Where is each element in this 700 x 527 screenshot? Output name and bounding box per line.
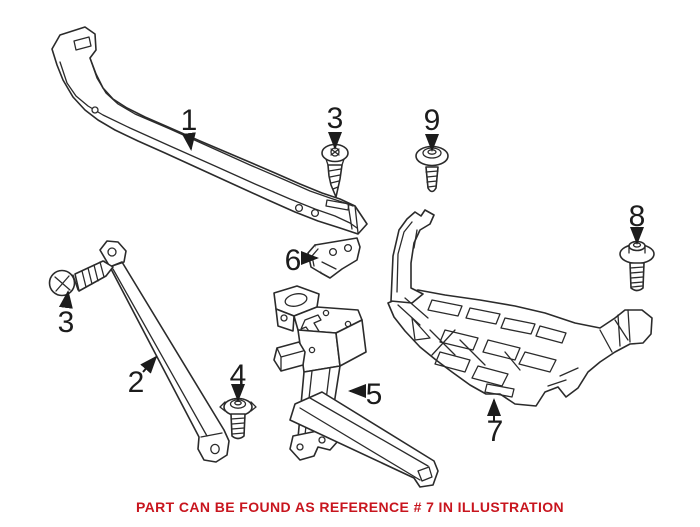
part-7-carrier-panel-drawing: [387, 209, 653, 407]
arrow-to-part-1: [181, 132, 196, 151]
screw-4-drawing: [219, 397, 257, 440]
callout-3-top: 3: [327, 102, 344, 135]
callout-5: 5: [366, 378, 383, 411]
part-5-bracket-assembly-drawing: [273, 285, 439, 488]
screw-9-drawing: [415, 145, 449, 193]
arrow-to-part-2: [140, 355, 158, 374]
callout-7: 7: [487, 415, 504, 448]
callout-1: 1: [181, 104, 198, 137]
screw-3-left-drawing: [48, 260, 114, 297]
reference-note: PART CAN BE FOUND AS REFERENCE # 7 IN IL…: [135, 499, 565, 515]
callout-arrows: [58, 132, 644, 421]
screw-8-drawing: [619, 240, 655, 292]
callout-4: 4: [230, 359, 247, 392]
arrow-to-screw-3-left: [58, 290, 73, 309]
callout-3-left: 3: [58, 306, 75, 339]
callout-2: 2: [128, 366, 145, 399]
callout-6: 6: [285, 244, 302, 277]
callout-8: 8: [629, 200, 646, 233]
screw-3-top-drawing: [321, 143, 349, 198]
callout-9: 9: [424, 104, 441, 137]
callout-labels: 1 3 9 8 3 2 4 6 5 7: [58, 102, 646, 448]
part-1-support-bar-drawing: [51, 26, 368, 235]
part-2-diagonal-strut-drawing: [99, 240, 230, 463]
